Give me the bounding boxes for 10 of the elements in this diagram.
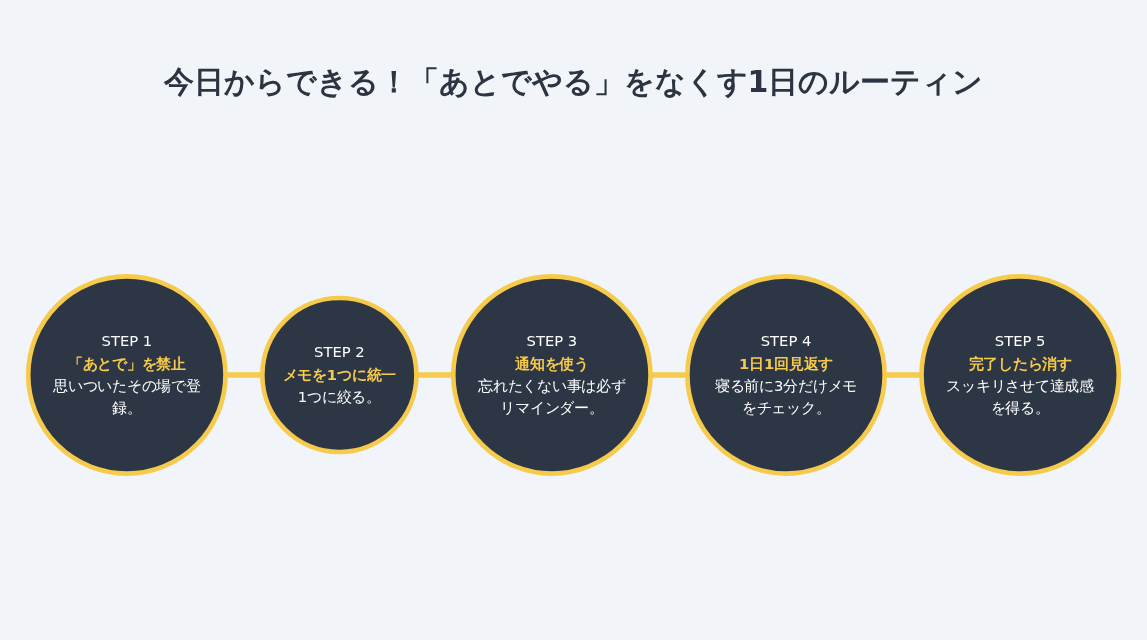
node-circle: STEP 5 完了したら消す スッキリさせて達成感を得る。 xyxy=(919,274,1122,476)
connector xyxy=(416,372,454,378)
connector xyxy=(884,372,922,378)
node-circle: STEP 1 「あとで」を禁止 思いついたその場で登録。 xyxy=(25,274,228,476)
node-circle: STEP 2 メモを1つに統一 1つに絞る。 xyxy=(260,295,419,455)
connector xyxy=(225,372,263,378)
connector xyxy=(650,372,688,378)
diagram-title: 今日からできる！「あとでやる」をなくす1日のルーティン xyxy=(163,63,984,101)
node-circle: STEP 4 1日1回見返す 寝る前に3分だけメモをチェック。 xyxy=(685,274,887,476)
node-circle: STEP 3 通知を使う 忘れたくない事は必ずリマインダー。 xyxy=(450,274,653,476)
